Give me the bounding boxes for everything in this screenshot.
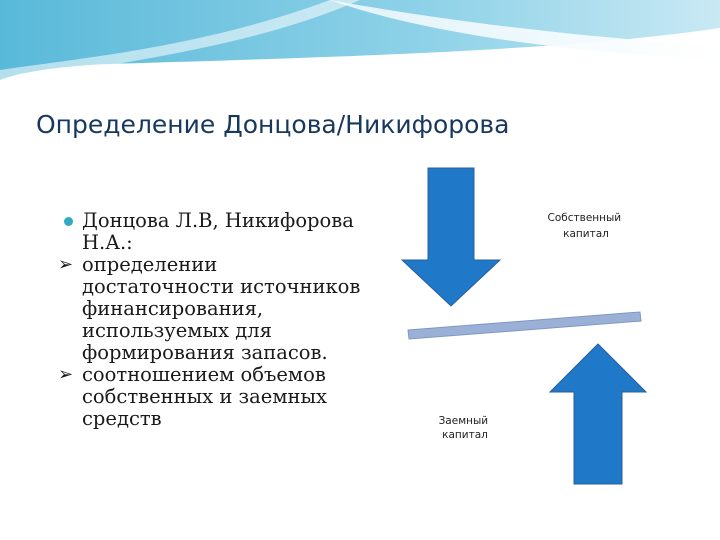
equity-label-line-1: Собственный (548, 212, 622, 224)
list-item-text: соотношением объемов собственных и заемн… (82, 363, 328, 430)
debt-label-line-1: Заемный (439, 415, 489, 427)
balance-beam (407, 311, 642, 340)
debt-capital-label: Заемный капитал (439, 415, 492, 441)
list-item-text: определении достаточности источников фин… (82, 253, 361, 364)
arrow-bullet-icon: ➢ (58, 364, 74, 385)
bullet-dot-icon (64, 217, 73, 226)
up-arrow-icon (548, 343, 648, 485)
list-item-text: Донцова Л.В, Никифорова Н.А.: (82, 209, 354, 254)
bullet-list: Донцова Л.В, Никифорова Н.А.: ➢ определе… (58, 210, 372, 430)
debt-label-line-2: капитал (442, 429, 488, 441)
down-arrow-icon (400, 167, 502, 307)
list-item-authors: Донцова Л.В, Никифорова Н.А.: (62, 210, 372, 254)
equity-label-line-2: капитал (563, 228, 609, 240)
equity-capital-label: Собственный капитал (548, 212, 625, 240)
arrow-bullet-icon: ➢ (58, 254, 74, 275)
list-item-ratio: ➢ соотношением объемов собственных и зае… (58, 363, 372, 430)
list-item-definition: ➢ определении достаточности источников ф… (58, 253, 372, 364)
slide-title: Определение Донцова/Никифорова (36, 110, 510, 139)
header-swoosh-decoration (0, 0, 720, 84)
